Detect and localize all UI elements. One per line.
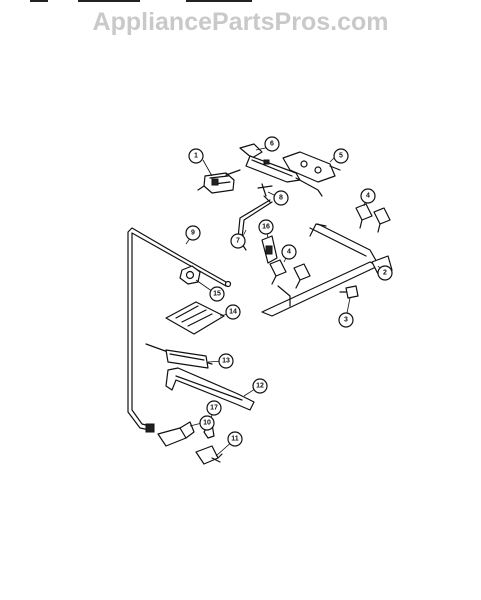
callout-17[interactable]: 17 (206, 400, 222, 416)
svg-text:13: 13 (222, 358, 230, 365)
svg-text:8: 8 (279, 195, 283, 202)
callout-1[interactable]: 1 (188, 148, 204, 164)
svg-text:15: 15 (213, 291, 221, 298)
svg-text:4: 4 (366, 193, 370, 200)
svg-text:11: 11 (231, 436, 239, 443)
part-14-baffle[interactable] (165, 301, 225, 335)
part-4-valve-lower[interactable] (269, 259, 311, 289)
svg-text:10: 10 (203, 420, 211, 427)
callout-14[interactable]: 14 (225, 304, 241, 320)
part-10-block[interactable] (157, 421, 195, 447)
callout-13[interactable]: 13 (218, 353, 234, 369)
svg-text:1: 1 (194, 153, 198, 160)
part-5-bracket[interactable] (282, 151, 341, 183)
top-rule-segment (78, 0, 140, 2)
top-rule (0, 0, 481, 4)
top-rule-segment (30, 0, 48, 2)
watermark: AppliancePartsPros.com (92, 8, 389, 36)
svg-text:7: 7 (236, 238, 240, 245)
part-11-igniter[interactable] (195, 445, 223, 465)
top-rule-segment (186, 0, 252, 2)
part-3-clip[interactable] (339, 285, 359, 299)
callout-6[interactable]: 6 (264, 136, 280, 152)
callout-4-upper[interactable]: 4 (360, 188, 376, 204)
svg-text:14: 14 (229, 309, 237, 316)
part-4-valve-upper[interactable] (355, 203, 391, 233)
svg-text:16: 16 (262, 224, 270, 231)
part-12-rail[interactable] (165, 367, 255, 411)
svg-text:9: 9 (191, 230, 195, 237)
callout-10[interactable]: 10 (199, 415, 215, 431)
part-9-gas-line[interactable] (127, 227, 232, 433)
callout-7[interactable]: 7 (230, 233, 246, 249)
part-16-sensor[interactable] (261, 235, 278, 264)
part-15-nut[interactable] (179, 265, 201, 285)
part-1-valve[interactable] (197, 169, 241, 194)
callout-12[interactable]: 12 (252, 378, 268, 394)
svg-text:5: 5 (339, 153, 343, 160)
callout-5[interactable]: 5 (333, 148, 349, 164)
svg-text:17: 17 (210, 405, 218, 412)
callout-9[interactable]: 9 (185, 225, 201, 241)
callout-16[interactable]: 16 (258, 219, 274, 235)
callout-4-lower[interactable]: 4 (281, 244, 297, 260)
callout-2[interactable]: 2 (377, 265, 393, 281)
callout-15[interactable]: 15 (209, 286, 225, 302)
svg-text:2: 2 (383, 270, 387, 277)
svg-text:12: 12 (256, 383, 264, 390)
part-13-bracket[interactable] (145, 343, 213, 369)
callout-3[interactable]: 3 (338, 312, 354, 328)
svg-text:4: 4 (287, 249, 291, 256)
svg-text:3: 3 (344, 317, 348, 324)
part-6-manifold[interactable] (239, 143, 323, 197)
svg-text:6: 6 (270, 141, 274, 148)
callout-8[interactable]: 8 (273, 190, 289, 206)
callout-11[interactable]: 11 (227, 431, 243, 447)
